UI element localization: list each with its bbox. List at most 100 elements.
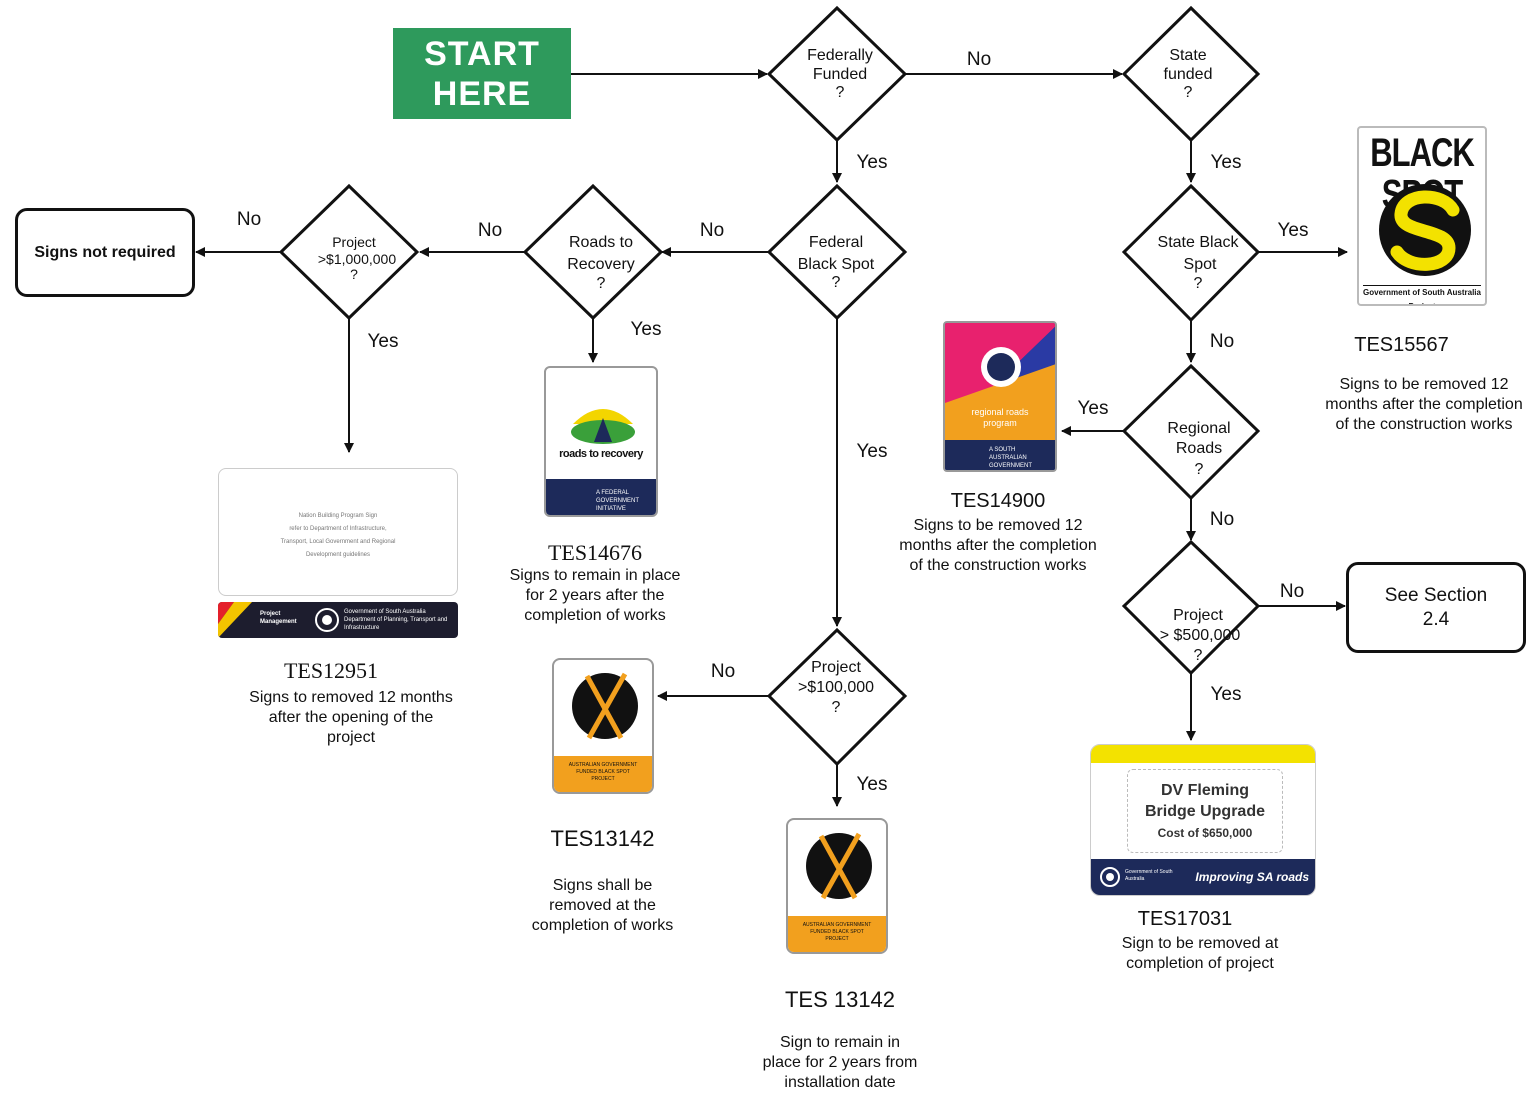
tes17031-desc-2: completion of project bbox=[1126, 955, 1274, 972]
bridge-upgrade-sign-image: DV Fleming Bridge Upgrade Cost of $650,0… bbox=[1090, 744, 1316, 896]
regional-roads-sign-line1: regional roads bbox=[971, 407, 1029, 417]
federal-black-spot-panel-a: AUSTRALIAN GOVERNMENT FUNDED BLACK SPOT … bbox=[554, 756, 652, 792]
black-spot-x-logo-icon bbox=[806, 832, 872, 900]
outcome-tes12951: TES12951 Signs to removed 12 months afte… bbox=[226, 658, 476, 748]
tes15567-code: TES15567 bbox=[1354, 334, 1449, 356]
regional-roads-text-3: ? bbox=[1195, 461, 1204, 478]
roads-to-recovery-sign-image: roads to recovery A FEDERAL GOVERNMENT I… bbox=[544, 366, 658, 517]
roads-recovery-sign-label: roads to recovery bbox=[559, 448, 643, 460]
decision-regional-roads bbox=[1121, 363, 1261, 501]
sa-government-crest-icon bbox=[315, 608, 339, 632]
tes13142-a-desc-2: removed at the bbox=[549, 897, 656, 914]
nation-building-text-1: Nation Building Program Sign bbox=[298, 513, 378, 519]
decision-state-funded bbox=[1121, 5, 1261, 143]
tes12951-code: TES12951 bbox=[283, 658, 379, 683]
start-here-box: START HERE bbox=[393, 28, 571, 119]
tes12951-desc-3: project bbox=[326, 729, 376, 746]
state-black-spot-text-2: Spot bbox=[1184, 256, 1217, 273]
bridge-sign-footer-left: Government of South Australia bbox=[1125, 869, 1173, 882]
signs-not-required-box: Signs not required bbox=[15, 208, 195, 297]
tes13142-b-desc-1: Sign to remain in bbox=[779, 1034, 901, 1051]
project-100k-text-2: >$100,000 bbox=[798, 679, 874, 696]
outcome-tes13142-b: TES 13142 Sign to remain in place for 2 … bbox=[740, 987, 940, 1093]
nation-building-text-2: refer to Department of Infrastructure, bbox=[289, 526, 387, 532]
outcome-tes14676: TES14676 Signs to remain in place for 2 … bbox=[490, 540, 700, 626]
tes17031-desc-1: Sign to be removed at bbox=[1121, 935, 1279, 952]
tes14900-code: TES14900 bbox=[950, 490, 1046, 512]
state-funded-text-2: funded bbox=[1164, 66, 1213, 83]
state-black-spot-text-1: State Black bbox=[1158, 234, 1240, 251]
tes13142-a-desc-1: Signs shall be bbox=[552, 877, 653, 894]
black-spot-x-logo-icon bbox=[572, 672, 638, 740]
federal-black-spot-panel-b: AUSTRALIAN GOVERNMENT FUNDED BLACK SPOT … bbox=[788, 916, 886, 952]
project-1m-text-2: >$1,000,000 bbox=[318, 251, 396, 267]
label-no-regional-roads: No bbox=[1210, 331, 1234, 352]
label-yes-tes17031: Yes bbox=[1211, 684, 1242, 705]
state-funded-text-1: State bbox=[1169, 47, 1206, 64]
label-no-state-funded: No bbox=[967, 49, 991, 70]
tes15567-desc-1: Signs to be removed 12 bbox=[1339, 376, 1509, 393]
nation-building-text-4: Development guidelines bbox=[305, 552, 371, 558]
regional-roads-sign-image: regional roads program A SOUTH AUSTRALIA… bbox=[943, 321, 1057, 472]
tes13142-b-desc-2: place for 2 years from bbox=[762, 1054, 918, 1071]
state-funded-text-3: ? bbox=[1184, 84, 1193, 101]
tes13142-a-desc-3: completion of works bbox=[531, 917, 674, 934]
outcome-tes15567: TES15567 Signs to be removed 12 months a… bbox=[1324, 334, 1524, 435]
federally-funded-text-3: ? bbox=[836, 84, 845, 101]
outcome-tes13142-a: TES13142 Signs shall be removed at the c… bbox=[500, 826, 705, 936]
tes17031-code: TES17031 bbox=[1137, 908, 1233, 930]
signs-not-required-text: Signs not required bbox=[34, 243, 176, 261]
decision-federally-funded bbox=[766, 5, 908, 143]
nation-building-sign-image: Nation Building Program Sign refer to De… bbox=[218, 468, 458, 638]
bridge-sign-line3: Cost of $650,000 bbox=[1157, 826, 1253, 840]
federal-black-spot-text-3: ? bbox=[832, 274, 841, 291]
label-no-project-500k: No bbox=[1210, 509, 1234, 530]
tes15567-desc-3: of the construction works bbox=[1335, 416, 1513, 433]
project-100k-text-1: Project bbox=[811, 659, 861, 676]
federal-black-spot-sign-image-a: AUSTRALIAN GOVERNMENT FUNDED BLACK SPOT … bbox=[552, 658, 654, 794]
label-yes-tes13142-b: Yes bbox=[857, 774, 888, 795]
label-yes-tes12951: Yes bbox=[368, 331, 399, 352]
roads-recovery-sign-footer: A FEDERAL GOVERNMENT INITIATIVE bbox=[546, 479, 656, 515]
label-yes-federal-black-spot: Yes bbox=[857, 152, 888, 173]
tes14900-desc-2: months after the completion bbox=[899, 537, 1097, 554]
project-500k-text-1: Project bbox=[1173, 607, 1223, 624]
regional-roads-text-2: Roads bbox=[1176, 440, 1222, 457]
black-spot-sign-image: BLACK SPOT Government of South Australia… bbox=[1357, 126, 1487, 306]
roads-recovery-text-2: Recovery bbox=[567, 256, 635, 273]
decision-project-100k bbox=[766, 627, 908, 767]
regional-roads-sign-graphic bbox=[945, 323, 1055, 443]
outcome-tes17031: TES17031 Sign to be removed at completio… bbox=[1090, 908, 1310, 974]
federally-funded-text-1: Federally bbox=[807, 47, 873, 64]
see-section-text-2: 2.4 bbox=[1422, 608, 1450, 630]
decision-project-1m bbox=[278, 183, 420, 321]
black-spot-s-logo-icon bbox=[1379, 184, 1471, 276]
bridge-sign-line2: Bridge Upgrade bbox=[1144, 803, 1265, 820]
bridge-sign-line1: DV Fleming bbox=[1160, 782, 1249, 799]
label-yes-tes14900: Yes bbox=[1078, 398, 1109, 419]
project-1m-text-1: Project bbox=[332, 234, 376, 250]
here-text: HERE bbox=[432, 74, 532, 113]
label-yes-state-black-spot: Yes bbox=[1211, 152, 1242, 173]
outcome-tes14900: TES14900 Signs to be removed 12 months a… bbox=[885, 490, 1111, 576]
tes14676-desc-1: Signs to remain in place bbox=[509, 567, 681, 584]
nation-building-color-stripes-icon bbox=[218, 602, 252, 638]
label-no-signs-not-required: No bbox=[237, 209, 261, 230]
project-500k-text-2: > $500,000 bbox=[1160, 627, 1241, 644]
nation-building-footer-right2: Department of Planning, Transport and In… bbox=[344, 617, 448, 631]
nation-building-footer-left: Project Management bbox=[260, 611, 297, 625]
federally-funded-text-2: Funded bbox=[813, 66, 867, 83]
tes12951-desc-1: Signs to removed 12 months bbox=[249, 689, 453, 706]
tes14676-desc-2: for 2 years after the bbox=[525, 587, 665, 604]
project-1m-text-3: ? bbox=[350, 266, 358, 282]
black-spot-sign-footer: Government of South Australia Project bbox=[1363, 285, 1481, 304]
nation-building-text-3: Transport, Local Government and Regional bbox=[280, 539, 396, 545]
decision-federal-black-spot bbox=[766, 183, 908, 321]
regional-roads-sign-line2: program bbox=[983, 418, 1017, 428]
federal-black-spot-sign-image-b: AUSTRALIAN GOVERNMENT FUNDED BLACK SPOT … bbox=[786, 818, 888, 954]
nation-building-footer-right: Government of South Australia bbox=[344, 609, 426, 615]
roads-recovery-logo-icon bbox=[571, 409, 635, 444]
label-no-project-1m: No bbox=[478, 220, 502, 241]
tes13142-a-code: TES13142 bbox=[550, 826, 655, 851]
